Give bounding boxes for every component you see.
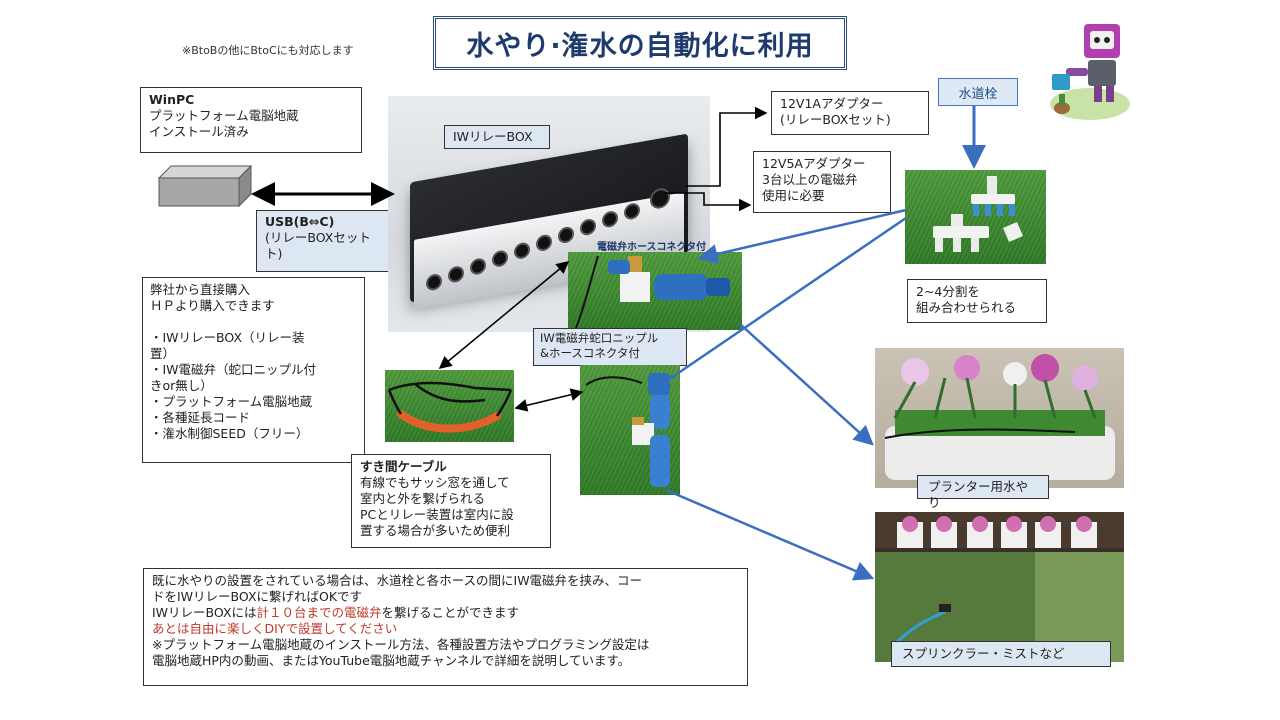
valve-connector-caption: 電磁弁ホースコネクタ付 bbox=[597, 242, 707, 253]
relay-to-cable-arrow bbox=[438, 260, 570, 370]
winpc-line: プラットフォーム電脳地蔵 bbox=[149, 108, 299, 123]
diy-line: あとは自由に楽しくDIYで設置してください bbox=[152, 621, 398, 636]
robot-mascot-image bbox=[1040, 16, 1132, 122]
usb-heading: USB(B⇔C) bbox=[265, 214, 335, 229]
splitter-note-box: 2~4分割を 組み合わせられる bbox=[907, 279, 1047, 323]
splitter-note-line: 組み合わせられる bbox=[916, 300, 1017, 315]
planter-label: プランター用水やり bbox=[917, 475, 1049, 510]
splitter-to-lower-valve-arrow bbox=[667, 216, 907, 382]
purchase-line: きor無し） bbox=[150, 378, 213, 393]
bottom-line: IWリレーBOXには計１０台までの電磁弁を繋げることができます bbox=[152, 605, 739, 621]
btoc-note: ※BtoBの他にBtoCにも対応します bbox=[182, 44, 354, 57]
adapter-12v5a-box: 12V5Aアダプター 3台以上の電磁弁 使用に必要 bbox=[753, 151, 891, 213]
gap-cable-heading: すき間ケーブル bbox=[360, 459, 447, 474]
valve-label-line: IW電磁弁蛇口ニップル bbox=[540, 331, 659, 345]
winpc-line: インストール済み bbox=[149, 124, 249, 139]
gap-cable-line: 室内と外を繋げられる bbox=[360, 491, 486, 506]
bottom-info-box: 既に水やりの設置をされている場合は、水道栓と各ホースの間にIW電磁弁を挟み、コー… bbox=[143, 568, 748, 686]
planter-photo bbox=[875, 348, 1124, 488]
winpc-heading: WinPC bbox=[149, 92, 195, 107]
purchase-line: ・IWリレーBOX（リレー装 bbox=[150, 330, 305, 345]
valve-connector-photo bbox=[568, 252, 742, 330]
bottom-line-part: を繋げることができます bbox=[381, 605, 520, 620]
bottom-line: ※プラットフォーム電脳地蔵のインストール方法、各種設置方法やプログラミング設定は bbox=[152, 637, 650, 652]
hose-splitter-photo bbox=[905, 170, 1046, 264]
relay-box-label: IWリレーBOX bbox=[444, 125, 550, 149]
gap-cable-line: 有線でもサッシ窓を通して bbox=[360, 475, 510, 490]
purchase-line: ・IW電磁弁（蛇口ニップル付 bbox=[150, 362, 317, 377]
purchase-line: 弊社から直接購入 bbox=[150, 282, 251, 297]
purchase-line: ・プラットフォーム電脳地蔵 bbox=[150, 394, 313, 409]
pc-device-image bbox=[157, 162, 253, 208]
valve-to-planter-arrow bbox=[739, 323, 874, 446]
sprinkler-label: スプリンクラー・ミストなど bbox=[891, 641, 1111, 667]
adapter-12v5a-line: 3台以上の電磁弁 bbox=[762, 172, 858, 187]
purchase-line: 置） bbox=[150, 346, 176, 361]
winpc-box: WinPC プラットフォーム電脳地蔵 インストール済み bbox=[140, 87, 362, 153]
purchase-line: ＨＰより購入できます bbox=[150, 298, 275, 313]
gap-cable-line: PCとリレー装置は室内に設 bbox=[360, 507, 514, 522]
usb-label-box: USB(B⇔C) (リレーBOXセット ト) bbox=[256, 210, 392, 272]
adapter-12v5a-line: 12V5Aアダプター bbox=[762, 156, 866, 171]
adapter-5a-arrow bbox=[664, 192, 752, 212]
cable-to-valve-arrow bbox=[514, 388, 584, 412]
bottom-line-part: IWリレーBOXには bbox=[152, 605, 257, 620]
adapter-1a-arrow bbox=[686, 106, 768, 187]
purchase-line: ・潅水制御SEED（フリー） bbox=[150, 426, 309, 441]
splitter-to-valve-arrow bbox=[697, 208, 907, 264]
gap-cable-photo bbox=[385, 370, 514, 442]
adapter-12v1a-line: (リレーBOXセット) bbox=[780, 112, 891, 127]
purchase-info-box: 弊社から直接購入 ＨＰより購入できます ・IWリレーBOX（リレー装 置） ・I… bbox=[142, 277, 365, 463]
gap-cable-box: すき間ケーブル 有線でもサッシ窓を通して 室内と外を繋げられる PCとリレー装置… bbox=[351, 454, 551, 548]
water-tap-label: 水道栓 bbox=[938, 78, 1018, 106]
adapter-12v5a-line: 使用に必要 bbox=[762, 188, 825, 203]
sprinkler-photo bbox=[875, 512, 1124, 662]
adapter-12v1a-line: 12V1Aアダプター bbox=[780, 96, 884, 111]
valve-to-sprinkler-arrow bbox=[665, 488, 875, 581]
usb-line: (リレーBOXセット bbox=[265, 230, 371, 245]
usb-line: ト) bbox=[265, 246, 283, 261]
valve-count-highlight: 計１０台までの電磁弁 bbox=[256, 605, 382, 620]
adapter-12v1a-box: 12V1Aアダプター (リレーBOXセット) bbox=[771, 91, 929, 135]
page-title: 水やり·潅水の自動化に利用 bbox=[433, 16, 847, 70]
splitter-note-line: 2~4分割を bbox=[916, 284, 980, 299]
gap-cable-line: 置する場合が多いため便利 bbox=[360, 523, 511, 538]
bottom-line: ドをIWリレーBOXに繋げればOKです bbox=[152, 589, 363, 604]
purchase-line: ・各種延長コード bbox=[150, 410, 251, 425]
bottom-line: 既に水やりの設置をされている場合は、水道栓と各ホースの間にIW電磁弁を挟み、コー bbox=[152, 573, 643, 588]
bottom-line: 電脳地蔵HP内の動画、またはYouTube電脳地蔵チャンネルで詳細を説明していま… bbox=[152, 653, 631, 668]
valve-hose-photo bbox=[580, 365, 680, 495]
